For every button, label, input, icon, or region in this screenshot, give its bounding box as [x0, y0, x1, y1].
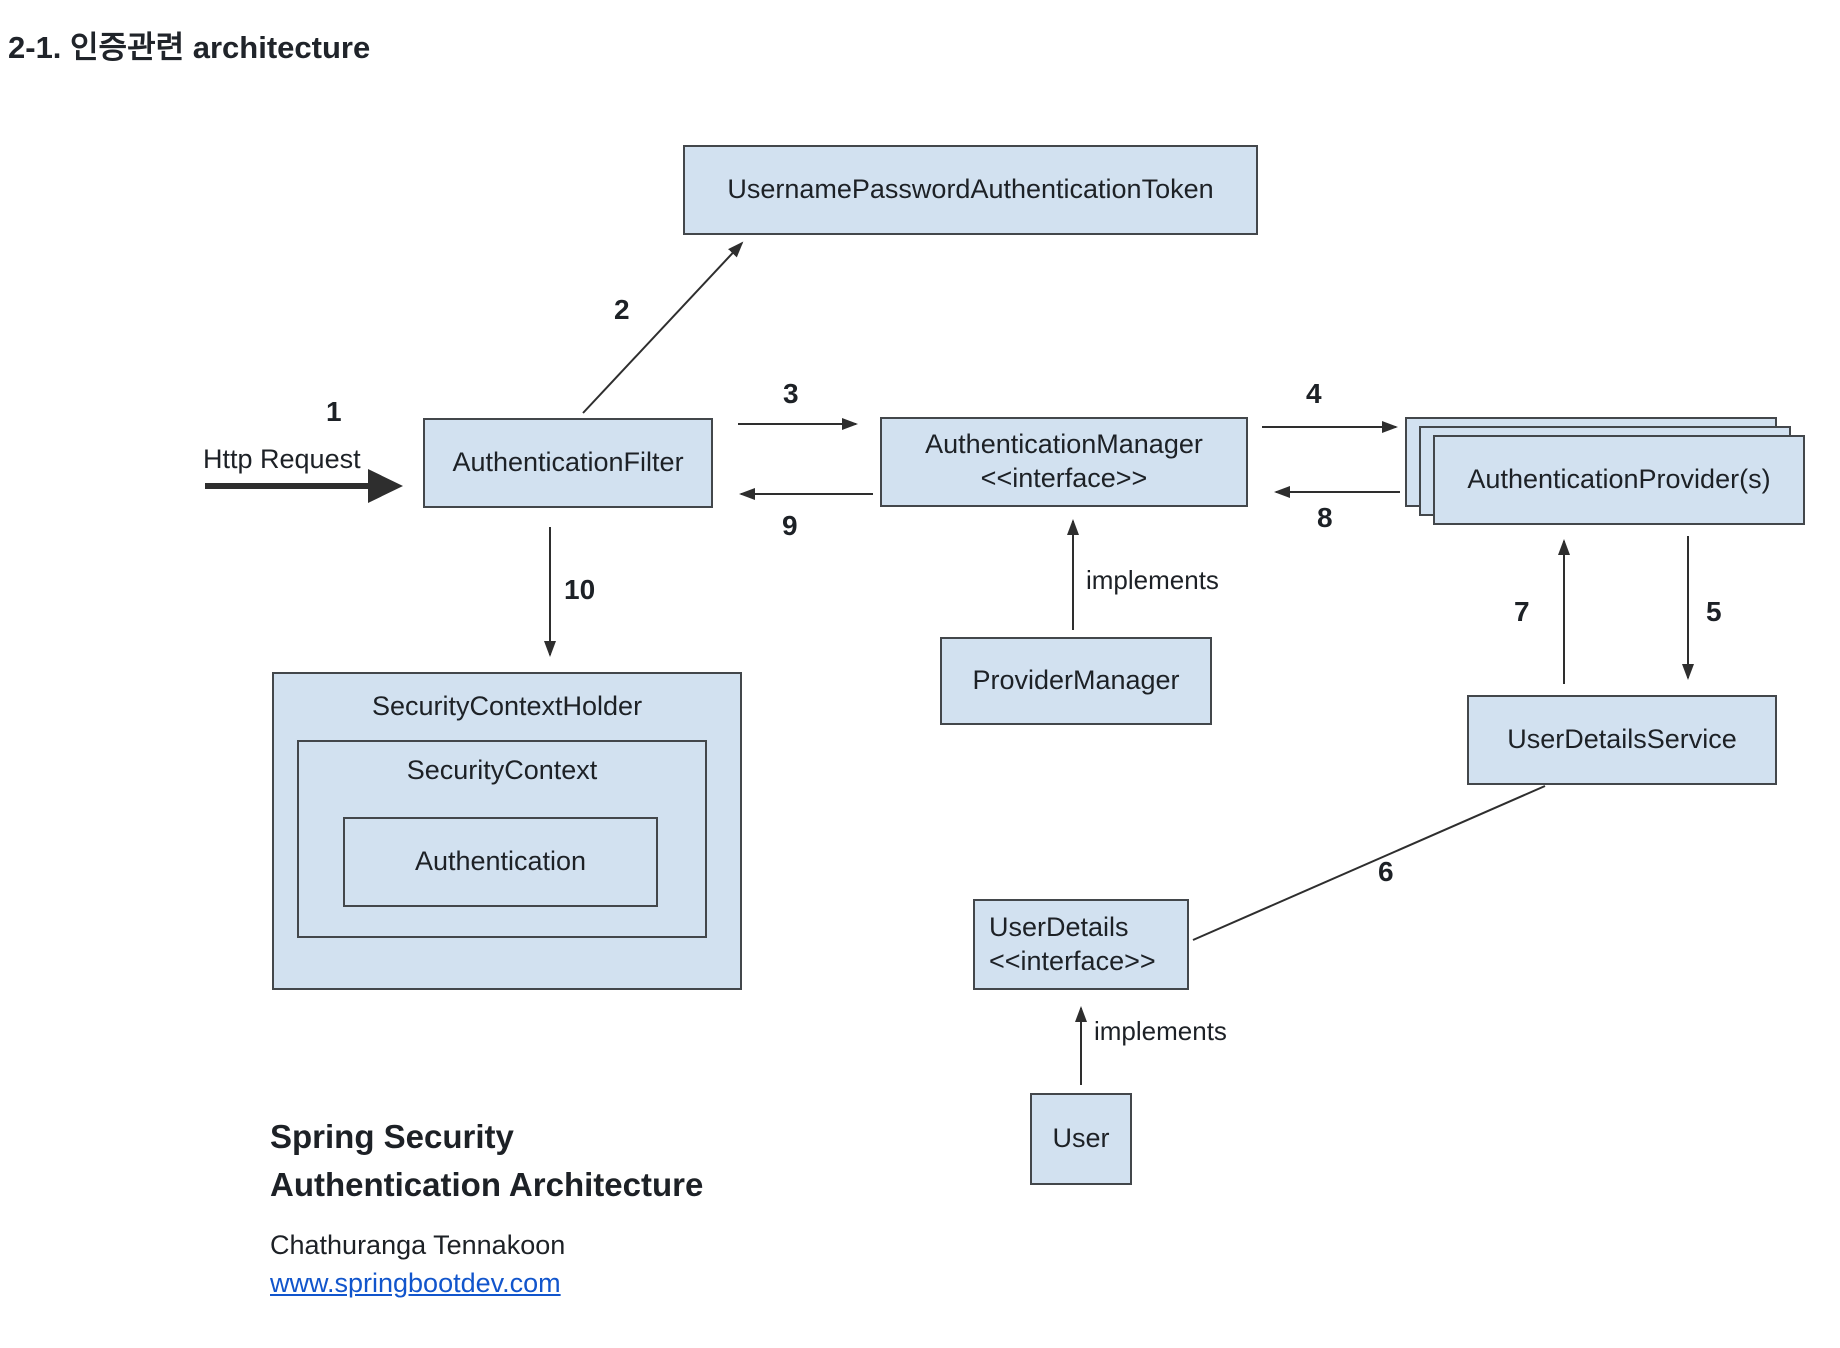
footer-caption-line2: Authentication Architecture: [270, 1166, 704, 1203]
node-label: UserDetailsService: [1507, 724, 1737, 755]
node-username-password-authentication-token: UsernamePasswordAuthenticationToken: [683, 145, 1258, 235]
page-title: 2-1. 인증관련 architecture: [8, 30, 371, 65]
arrow-step2: [582, 241, 744, 414]
node-stereotype: <<interface>>: [989, 945, 1156, 976]
node-label: SecurityContextHolder: [371, 691, 643, 721]
step-number-1: 1: [326, 396, 342, 427]
node-user: User: [1030, 1093, 1132, 1185]
footer-author: Chathuranga Tennakoon: [270, 1230, 566, 1260]
node-user-details-service: UserDetailsService: [1467, 695, 1777, 785]
node-user-details: UserDetails <<interface>>: [973, 899, 1189, 990]
node-authentication-manager: AuthenticationManager <<interface>>: [880, 417, 1248, 507]
step-number-3: 3: [783, 378, 799, 409]
node-label: SecurityContext: [406, 755, 598, 785]
step-number-7: 7: [1514, 596, 1530, 627]
arrow-step1-head: [368, 469, 403, 503]
node-label: ProviderManager: [972, 665, 1180, 696]
node-label: User: [1052, 1123, 1110, 1154]
label-implements-user: implements: [1094, 1016, 1227, 1046]
step-number-8: 8: [1317, 502, 1333, 533]
step-number-2: 2: [614, 294, 630, 325]
node-stereotype: <<interface>>: [980, 463, 1148, 493]
footer-caption-line1: Spring Security: [270, 1118, 514, 1155]
node-label: UserDetails: [989, 911, 1129, 942]
node-authentication-filter: AuthenticationFilter: [423, 418, 713, 508]
step-number-4: 4: [1306, 378, 1322, 409]
node-label: AuthenticationProvider(s): [1467, 464, 1771, 495]
node-label: Authentication: [414, 846, 587, 877]
label-implements-provider-manager: implements: [1086, 565, 1219, 595]
footer-website-link[interactable]: www.springbootdev.com: [270, 1268, 561, 1298]
step-number-9: 9: [782, 510, 798, 541]
node-authentication-providers: AuthenticationProvider(s): [1433, 435, 1805, 525]
label-http-request: Http Request: [203, 444, 361, 474]
step-number-6: 6: [1378, 856, 1394, 887]
node-label: UsernamePasswordAuthenticationToken: [727, 174, 1214, 205]
node-provider-manager: ProviderManager: [940, 637, 1212, 725]
node-label: AuthenticationManager: [925, 429, 1203, 460]
step-number-5: 5: [1706, 596, 1722, 627]
step-number-10: 10: [564, 574, 596, 605]
node-label: AuthenticationFilter: [452, 447, 684, 478]
line-step6: [1192, 785, 1546, 941]
node-authentication: Authentication: [343, 817, 658, 907]
